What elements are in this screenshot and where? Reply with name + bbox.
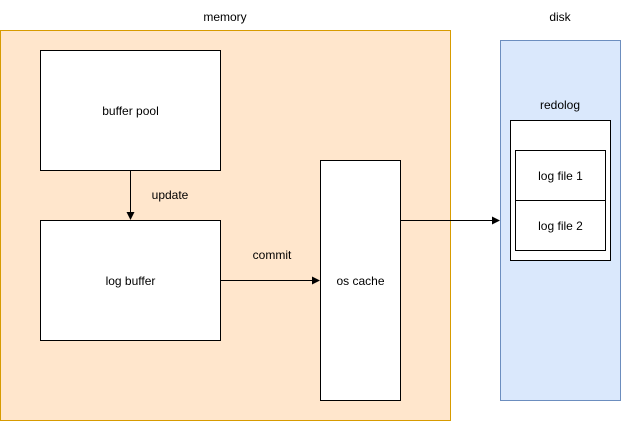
log-file-1-label: log file 1 [538,168,583,183]
os-cache-label: os cache [336,273,385,288]
buffer-pool-label: buffer pool [102,103,159,118]
redolog-title: redolog [539,98,581,112]
disk-title: disk [549,10,571,24]
log-buffer-box[interactable]: log buffer [40,220,221,341]
commit-label: commit [252,248,292,262]
buffer-pool-box[interactable]: buffer pool [40,50,221,171]
log-file-2-label: log file 2 [538,218,583,233]
os-cache-box[interactable]: os cache [320,160,401,401]
log-file-1-box[interactable]: log file 1 [515,150,606,201]
log-buffer-label: log buffer [105,273,156,288]
log-file-2-box[interactable]: log file 2 [515,200,606,251]
memory-title: memory [203,10,247,24]
update-label: update [151,188,189,202]
